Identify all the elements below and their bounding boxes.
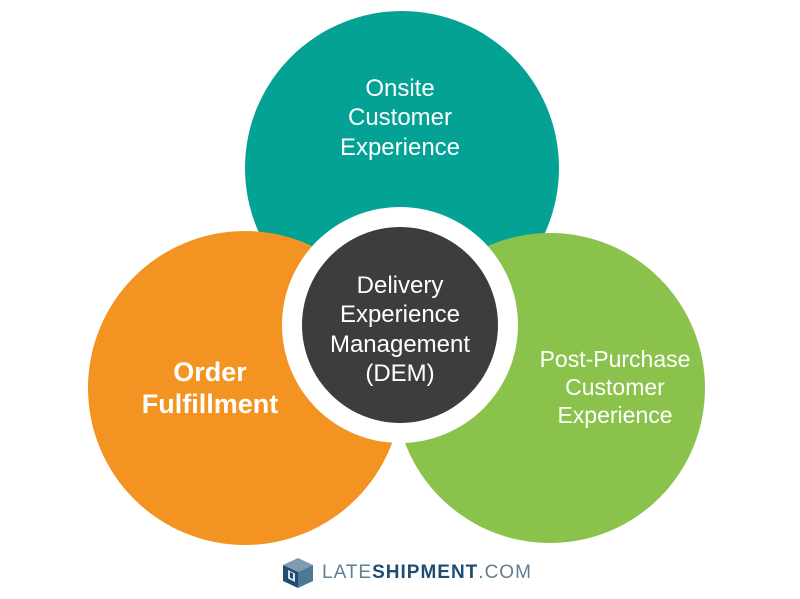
- logo-text-com: .COM: [478, 562, 532, 583]
- circle-delivery-experience-management: [302, 227, 498, 423]
- label-line: Order: [173, 357, 247, 387]
- label-onsite-customer-experience: Onsite Customer Experience: [300, 74, 500, 162]
- label-line: Onsite: [365, 75, 435, 102]
- stacked-box-logo-icon: [283, 558, 313, 588]
- label-line: Management: [329, 330, 471, 358]
- label-line: (DEM): [365, 359, 435, 387]
- label-post-purchase-customer-experience: Post-Purchase Customer Experience: [505, 345, 725, 429]
- logo-text-shipment: SHIPMENT: [372, 562, 479, 583]
- label-line: Fulfillment: [141, 389, 279, 420]
- lateshipment-logo: LATESHIPMENT.COM: [280, 556, 540, 592]
- logo-text-late: LATE: [322, 562, 373, 583]
- label-line: Customer: [565, 374, 665, 401]
- label-line: Delivery: [356, 272, 444, 299]
- label-delivery-experience-management: Delivery Experience Management (DEM): [300, 271, 500, 388]
- label-line: Experience: [339, 133, 461, 161]
- label-line: Post-Purchase: [539, 346, 691, 372]
- label-line: Customer: [347, 104, 453, 132]
- label-line: Experience: [557, 402, 673, 429]
- label-line: Experience: [339, 301, 461, 329]
- label-order-fulfillment: Order Fulfillment: [115, 356, 305, 421]
- logo-wordmark: LATESHIPMENT.COM: [322, 562, 532, 584]
